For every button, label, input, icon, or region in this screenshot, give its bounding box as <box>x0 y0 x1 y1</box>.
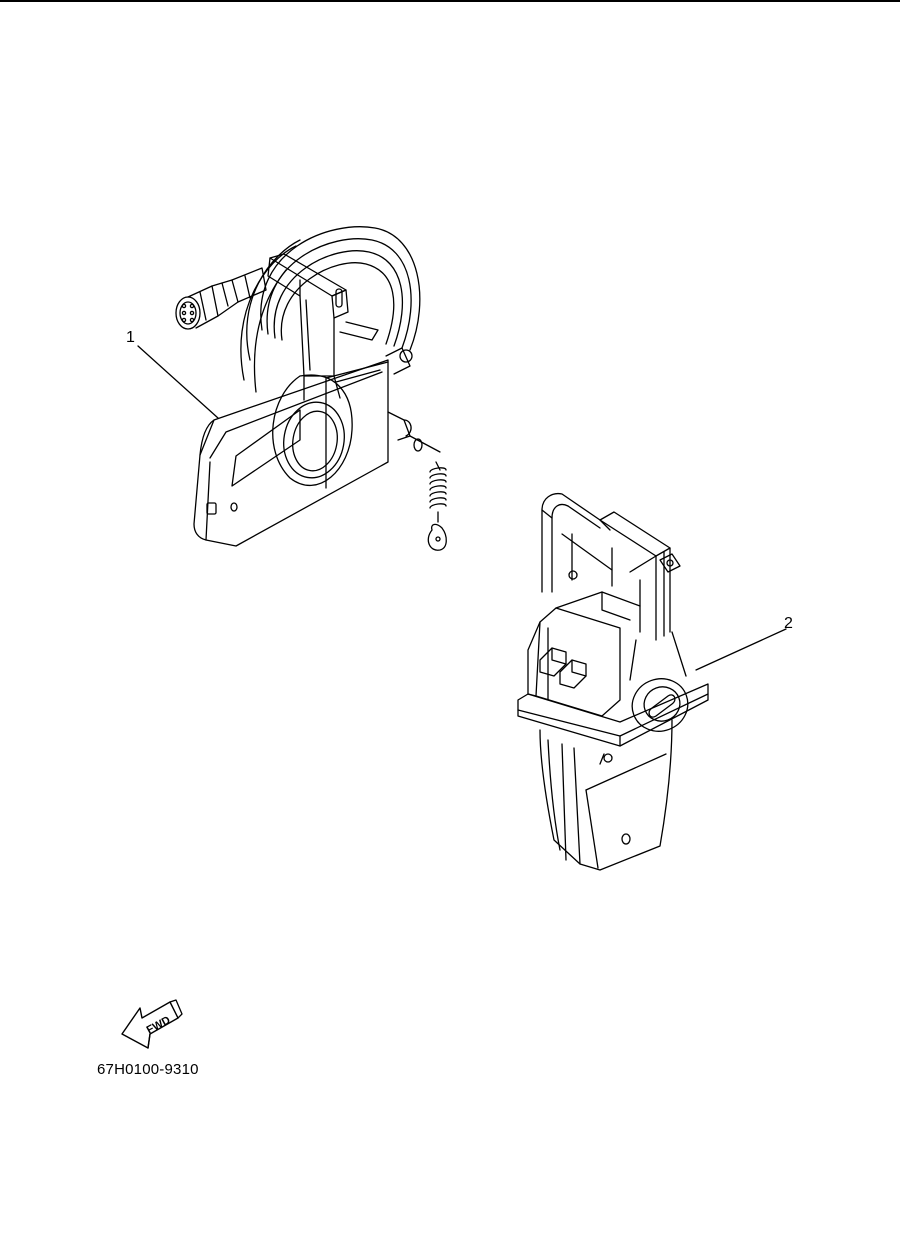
side-mount-remote-control <box>175 226 447 551</box>
wiring-harness-connector <box>175 267 267 330</box>
page-top-rule <box>0 0 900 2</box>
trim-buttons <box>539 647 587 689</box>
binnacle-remote-control <box>517 492 709 871</box>
spring <box>413 438 447 551</box>
diagram-part-code: 67H0100-9310 <box>97 1061 199 1078</box>
leader-line-2 <box>695 628 787 671</box>
fwd-arrow-icon <box>121 999 183 1049</box>
fwd-label: FWD <box>145 1014 173 1036</box>
callout-1: 1 <box>126 329 135 346</box>
callout-2: 2 <box>784 615 793 632</box>
leader-line-1 <box>137 345 219 419</box>
